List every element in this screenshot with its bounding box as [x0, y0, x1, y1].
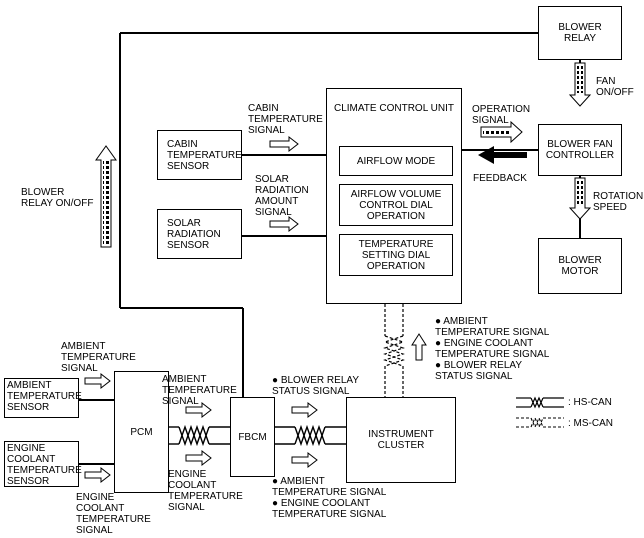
solar-arrow-icon: [269, 215, 299, 233]
blower-relay-label: BLOWER RELAY: [558, 22, 602, 44]
ambient-in-arrow-icon: [84, 372, 111, 390]
blower-relay-box: BLOWER RELAY: [538, 6, 622, 60]
ccu-label: CLIMATE CONTROL UNIT: [333, 103, 454, 114]
rotation-speed-label: ROTATION SPEED: [593, 191, 644, 213]
temperature-setting-label: TEMPERATURE SETTING DIAL OPERATION: [358, 238, 434, 272]
blower-relay-status-signal-label: ● BLOWER RELAY STATUS SIGNAL: [272, 375, 359, 397]
blower-fan-controller-label: BLOWER FAN CONTROLLER: [545, 139, 615, 161]
legend-hs-can-label: : HS-CAN: [568, 397, 612, 408]
coolant-sensor-label: ENGINE COOLANT TEMPERATURE SENSOR: [7, 443, 82, 487]
airflow-volume-label: AIRFLOW VOLUME CONTROL DIAL OPERATION: [350, 188, 442, 222]
temperature-setting-box: TEMPERATURE SETTING DIAL OPERATION: [339, 234, 453, 276]
airflow-volume-box: AIRFLOW VOLUME CONTROL DIAL OPERATION: [339, 184, 453, 226]
blower-motor-box: BLOWER MOTOR: [538, 238, 622, 294]
pcm-label: PCM: [130, 426, 153, 438]
feedback-arrow-icon: [478, 146, 527, 164]
blower-relay-on-off-label: BLOWER RELAY ON/OFF: [21, 187, 94, 209]
fbcm-bottom-arrow-icon: [291, 451, 318, 469]
ambient-sensor-label: AMBIENT TEMPERATURE SENSOR: [7, 380, 82, 413]
cabin-sensor-label: CABIN TEMPERATURE SENSOR: [167, 138, 242, 172]
cabin-temperature-signal-label: CABIN TEMPERATURE SIGNAL: [248, 103, 323, 136]
solar-sensor-label: SOLAR RADIATION SENSOR: [167, 217, 221, 251]
airflow-mode-box: AIRFLOW MODE: [339, 146, 453, 176]
solar-radiation-signal-label: SOLAR RADIATION AMOUNT SIGNAL: [255, 174, 309, 218]
rotation-speed-arrow-icon: [568, 177, 592, 220]
fbcm-box: FBCM: [230, 397, 275, 477]
hollow-arrows: [84, 135, 427, 484]
blower-relay-on-off-arrow-icon: [95, 145, 117, 248]
cluster-up-arrow-icon: [411, 333, 427, 361]
ms-can-cluster-ccu: [383, 304, 405, 398]
instrument-cluster-box: INSTRUMENT CLUSTER: [346, 397, 456, 483]
hs-can-fbcm-cluster: [274, 424, 346, 447]
legend-ms-can-symbol: [516, 416, 564, 429]
cabin-temp-arrow-icon: [269, 135, 299, 153]
operation-signal-label: OPERATION SIGNAL: [472, 104, 531, 126]
airflow-mode-label: AIRFLOW MODE: [356, 155, 436, 167]
ambient-temperature-signal-in-label: AMBIENT TEMPERATURE SIGNAL: [61, 341, 136, 374]
engine-coolant-signal-in-label: ENGINE COOLANT TEMPERATURE SIGNAL: [76, 492, 151, 536]
ambient-temperature-signal-pcm-label: AMBIENT TEMPERATURE SIGNAL: [162, 374, 237, 407]
pcm-box: PCM: [114, 371, 169, 493]
legend-ms-can-label: : MS-CAN: [568, 418, 613, 429]
fan-on-off-arrow-icon: [568, 62, 592, 107]
cabin-temperature-sensor-box: CABIN TEMPERATURE SENSOR: [157, 130, 242, 180]
ambient-pcm-arrow-icon: [185, 401, 212, 419]
fan-on-off-label: FAN ON/OFF: [596, 76, 634, 98]
fbcm-cluster-signals-label: ● AMBIENT TEMPERATURE SIGNAL ● ENGINE CO…: [272, 476, 387, 520]
solar-radiation-sensor-box: SOLAR RADIATION SENSOR: [157, 209, 242, 259]
hs-can-pcm-fbcm: [168, 424, 231, 447]
operation-signal-arrow-icon: [480, 120, 523, 144]
ambient-temperature-sensor-box: AMBIENT TEMPERATURE SENSOR: [4, 378, 82, 418]
legend-hs-can-symbol: [516, 396, 564, 409]
cluster-ccu-signals-label: ● AMBIENT TEMPERATURE SIGNAL ● ENGINE CO…: [435, 316, 550, 382]
blower-motor-label: BLOWER MOTOR: [558, 255, 602, 277]
engine-coolant-signal-pcm-label: ENGINE COOLANT TEMPERATURE SIGNAL: [168, 469, 243, 513]
blower-fan-controller-box: BLOWER FAN CONTROLLER: [538, 124, 622, 176]
fbcm-label: FBCM: [238, 431, 267, 443]
instrument-cluster-label: INSTRUMENT CLUSTER: [368, 429, 434, 451]
feedback-label: FEEDBACK: [473, 173, 527, 184]
coolant-pcm-arrow-icon: [185, 449, 212, 467]
blower-relay-loop: [119, 32, 538, 397]
coolant-in-arrow-icon: [84, 466, 111, 484]
engine-coolant-temperature-sensor-box: ENGINE COOLANT TEMPERATURE SENSOR: [4, 441, 82, 487]
blower-status-arrow-icon: [291, 401, 318, 419]
